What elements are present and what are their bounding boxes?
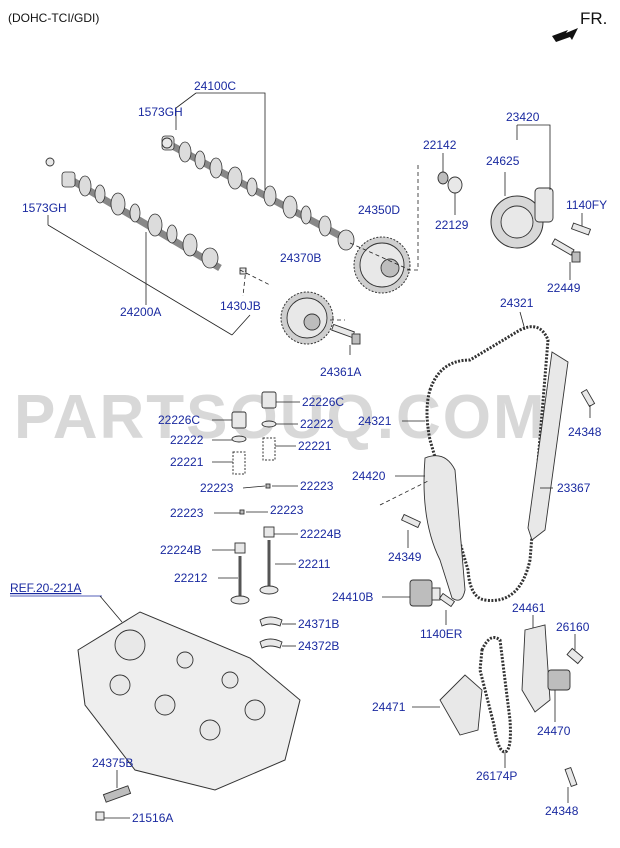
label-24371b[interactable]: 24371B	[298, 617, 339, 631]
label-24321-top[interactable]: 24321	[500, 296, 534, 310]
bolt-1140fy[interactable]	[570, 222, 592, 236]
label-22224b-right[interactable]: 22224B	[300, 527, 341, 541]
label-22224b-left[interactable]: 22224B	[160, 543, 201, 557]
label-23367[interactable]: 23367	[557, 481, 591, 495]
label-24348-bottom[interactable]: 24348	[545, 804, 579, 818]
label-24375b[interactable]: 24375B	[92, 756, 133, 770]
label-24349[interactable]: 24349	[388, 550, 422, 564]
sprocket-24370b[interactable]	[280, 291, 334, 345]
label-24625[interactable]: 24625	[486, 154, 520, 168]
plug-21516a[interactable]	[95, 811, 105, 821]
label-22142[interactable]: 22142	[423, 138, 457, 152]
label-24321-mid[interactable]: 24321	[358, 414, 392, 428]
bearing-24371b[interactable]	[259, 616, 283, 627]
label-1140er[interactable]: 1140ER	[420, 627, 463, 641]
label-22211[interactable]: 22211	[298, 557, 331, 571]
label-1140fy[interactable]: 1140FY	[566, 198, 607, 212]
cotter-22223-a[interactable]	[265, 483, 271, 489]
tensioner-arm-24420[interactable]	[423, 455, 466, 601]
bolt-24348-top[interactable]	[580, 388, 596, 408]
bolt-22449[interactable]	[551, 238, 581, 263]
watermark: PARTSOUQ.COM	[14, 383, 547, 452]
bolt-24348-bottom[interactable]	[564, 766, 578, 788]
chain-guide-23367[interactable]	[527, 351, 569, 541]
label-1573gh-left[interactable]: 1573GH	[22, 201, 67, 215]
label-23420[interactable]: 23420	[506, 110, 540, 124]
cotter-22223-b[interactable]	[239, 509, 245, 515]
label-21516a[interactable]: 21516A	[132, 811, 173, 825]
pin-1430jb[interactable]	[239, 267, 247, 275]
label-26160[interactable]: 26160	[556, 620, 590, 634]
label-24410b[interactable]: 24410B	[332, 590, 373, 604]
spring-22221-left[interactable]	[232, 451, 246, 475]
tappet-22226c-right[interactable]	[261, 391, 277, 409]
label-22223-d[interactable]: 22223	[270, 503, 304, 517]
cylinder-head-ref[interactable]	[77, 611, 301, 791]
label-22221-right[interactable]: 22221	[298, 439, 332, 453]
bolt-22129[interactable]	[447, 176, 463, 194]
guide-24471[interactable]	[439, 674, 483, 736]
bolt-24361a[interactable]	[331, 323, 361, 345]
ocv-24625[interactable]	[490, 187, 554, 249]
label-24350d[interactable]: 24350D	[358, 203, 400, 217]
bolt-26160[interactable]	[566, 647, 584, 665]
label-24361a[interactable]: 24361A	[320, 365, 361, 379]
label-22221-left[interactable]: 22221	[170, 455, 204, 469]
label-1430jb[interactable]: 1430JB	[220, 299, 261, 313]
cvvt-24350d[interactable]	[353, 236, 411, 294]
label-22449[interactable]: 22449	[547, 281, 581, 295]
tensioner-arm-24461[interactable]	[521, 624, 551, 713]
bearing-24372b[interactable]	[259, 638, 283, 649]
label-22222-right[interactable]: 22222	[300, 417, 334, 431]
chain-26174p[interactable]	[478, 636, 512, 754]
plug-1573gh-top[interactable]	[161, 137, 173, 149]
label-24200a[interactable]: 24200A	[120, 305, 161, 319]
ref-label[interactable]: REF.20-221A	[10, 581, 81, 595]
label-24100c[interactable]: 24100C	[194, 79, 236, 93]
tensioner-24410b[interactable]	[409, 579, 441, 607]
retainer-22222-left[interactable]	[231, 435, 247, 443]
sensor-24375b[interactable]	[102, 785, 132, 803]
label-24348-top[interactable]: 24348	[568, 425, 602, 439]
seal-22224b-left[interactable]	[234, 542, 246, 554]
label-24420[interactable]: 24420	[352, 469, 386, 483]
tappet-22226c-left[interactable]	[231, 411, 247, 429]
label-22226c-left[interactable]: 22226C	[158, 413, 200, 427]
label-22223-a[interactable]: 22223	[200, 481, 234, 495]
label-26174p[interactable]: 26174P	[476, 769, 517, 783]
label-22223-b[interactable]: 22223	[300, 479, 334, 493]
retainer-22222-right[interactable]	[261, 420, 277, 428]
label-24470[interactable]: 24470	[537, 724, 571, 738]
label-1573gh-top[interactable]: 1573GH	[138, 105, 183, 119]
label-24372b[interactable]: 24372B	[298, 639, 339, 653]
label-22226c-right[interactable]: 22226C	[302, 395, 344, 409]
valve-22211[interactable]	[259, 540, 279, 595]
label-24461[interactable]: 24461	[512, 601, 546, 615]
valve-22212[interactable]	[230, 556, 250, 605]
label-22222-left[interactable]: 22222	[170, 433, 204, 447]
engine-type-label: (DOHC-TCI/GDI)	[8, 11, 99, 25]
label-24370b[interactable]: 24370B	[280, 251, 321, 265]
front-arrow-icon	[552, 28, 578, 42]
label-22129[interactable]: 22129	[435, 218, 469, 232]
bolt-1140er[interactable]	[438, 592, 456, 608]
camshaft-24100c[interactable]	[161, 135, 355, 251]
front-direction-label: FR.	[580, 9, 607, 28]
label-22212[interactable]: 22212	[174, 571, 208, 585]
label-22223-c[interactable]: 22223	[170, 506, 204, 520]
plug-1573gh-left[interactable]	[45, 157, 55, 167]
camshaft-24200a[interactable]	[61, 171, 222, 272]
bolt-24349[interactable]	[400, 513, 422, 529]
spring-22221-right[interactable]	[262, 437, 276, 461]
seal-22142[interactable]	[437, 171, 449, 185]
tensioner-24470[interactable]	[547, 669, 571, 691]
timing-chain-24321[interactable]	[425, 325, 550, 602]
seal-22224b-right[interactable]	[263, 526, 275, 538]
label-24471[interactable]: 24471	[372, 700, 406, 714]
